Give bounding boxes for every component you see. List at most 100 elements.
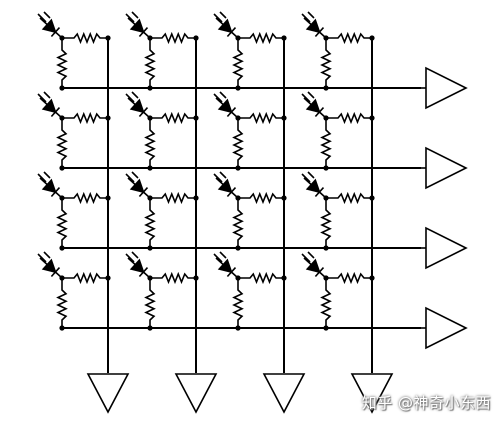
vertical-resistor xyxy=(56,278,68,328)
junction-dot xyxy=(281,35,287,41)
sensor-cell xyxy=(301,251,375,331)
photodiode-cathode-bar xyxy=(314,267,325,278)
photodiode-cathode-bar xyxy=(138,107,149,118)
junction-dot xyxy=(105,275,111,281)
vertical-resistor xyxy=(320,198,332,248)
photodiode-cathode-bar xyxy=(314,107,325,118)
light-arrow xyxy=(213,93,223,103)
sensor-cell xyxy=(37,91,111,171)
junction-dot xyxy=(147,85,153,91)
photodiode-cathode-bar xyxy=(138,187,149,198)
vertical-resistor xyxy=(56,198,68,248)
junction-dot xyxy=(193,195,199,201)
junction-dot xyxy=(235,325,241,331)
vertical-resistor xyxy=(56,38,68,88)
photodiode-icon xyxy=(129,18,145,34)
junction-dot xyxy=(59,325,65,331)
light-arrow xyxy=(219,251,227,259)
sensor-cell xyxy=(301,171,375,251)
horizontal-resistor xyxy=(150,191,196,205)
light-arrow xyxy=(213,13,223,23)
light-arrow xyxy=(219,91,227,99)
photodiode-icon xyxy=(217,18,233,34)
column-output-buffer-3 xyxy=(262,373,306,414)
photodiode-icon xyxy=(41,178,57,194)
horizontal-resistor xyxy=(238,31,284,45)
vertical-resistor xyxy=(232,38,244,88)
photodiode-icon xyxy=(129,178,145,194)
sensor-cell xyxy=(213,251,287,331)
junction-dot xyxy=(323,85,329,91)
photodiode-icon xyxy=(305,178,321,194)
photodiode-icon xyxy=(217,98,233,114)
junction-dot xyxy=(281,115,287,121)
junction-dot xyxy=(59,85,65,91)
junction-dot xyxy=(235,165,241,171)
photodiode-cathode-bar xyxy=(226,107,237,118)
photodiode-cathode-bar xyxy=(314,27,325,38)
photodiode-cathode-bar xyxy=(226,27,237,38)
photodiode-cathode-bar xyxy=(138,27,149,38)
junction-dot xyxy=(369,35,375,41)
horizontal-resistor xyxy=(62,31,108,45)
light-arrow xyxy=(219,171,227,179)
sensor-cell xyxy=(37,251,111,331)
sensor-cell xyxy=(301,91,375,171)
junction-dot xyxy=(193,35,199,41)
junction-dot xyxy=(323,165,329,171)
junction-dot xyxy=(323,245,329,251)
sensor-cell xyxy=(37,11,111,91)
light-arrow xyxy=(37,173,47,183)
row-output-buffer-2 xyxy=(425,146,468,190)
photodiode-icon xyxy=(217,258,233,274)
photodiode-icon xyxy=(129,98,145,114)
light-arrow xyxy=(125,253,135,263)
light-arrow xyxy=(307,11,315,19)
light-arrow xyxy=(301,93,311,103)
horizontal-resistor xyxy=(326,271,372,285)
horizontal-resistor xyxy=(326,111,372,125)
vertical-resistor xyxy=(144,118,156,168)
photodiode-icon xyxy=(129,258,145,274)
watermark: 知乎 @神奇小东西 xyxy=(361,394,491,412)
junction-dot xyxy=(59,165,65,171)
sensor-cell xyxy=(213,11,287,91)
horizontal-resistor xyxy=(62,271,108,285)
horizontal-resistor xyxy=(238,271,284,285)
horizontal-resistor xyxy=(150,271,196,285)
sensor-cell xyxy=(125,251,199,331)
row-output-buffer-3 xyxy=(425,226,468,270)
photodiode-cathode-bar xyxy=(314,187,325,198)
photodiode-cathode-bar xyxy=(226,187,237,198)
junction-dot xyxy=(281,195,287,201)
horizontal-resistor xyxy=(150,111,196,125)
sensor-cell xyxy=(213,171,287,251)
vertical-resistor xyxy=(232,118,244,168)
junction-dot xyxy=(369,275,375,281)
junction-dot xyxy=(281,275,287,281)
junction-dot xyxy=(193,115,199,121)
light-arrow xyxy=(131,11,139,19)
sensor-cell xyxy=(301,11,375,91)
junction-dot xyxy=(193,275,199,281)
light-arrow xyxy=(125,93,135,103)
light-arrow xyxy=(307,171,315,179)
light-arrow xyxy=(213,173,223,183)
photodiode-icon xyxy=(305,18,321,34)
photodiode-icon xyxy=(217,178,233,194)
photodiode-cathode-bar xyxy=(50,107,61,118)
sensor-cell xyxy=(125,171,199,251)
light-arrow xyxy=(131,171,139,179)
photodiode-cathode-bar xyxy=(138,267,149,278)
photodiode-icon xyxy=(41,18,57,34)
sensor-cell xyxy=(37,171,111,251)
vertical-resistor xyxy=(320,278,332,328)
light-arrow xyxy=(125,13,135,23)
vertical-resistor xyxy=(320,118,332,168)
row-output-buffer-4 xyxy=(425,306,468,350)
light-arrow xyxy=(125,173,135,183)
vertical-resistor xyxy=(144,278,156,328)
junction-dot xyxy=(369,115,375,121)
photodiode-icon xyxy=(305,98,321,114)
